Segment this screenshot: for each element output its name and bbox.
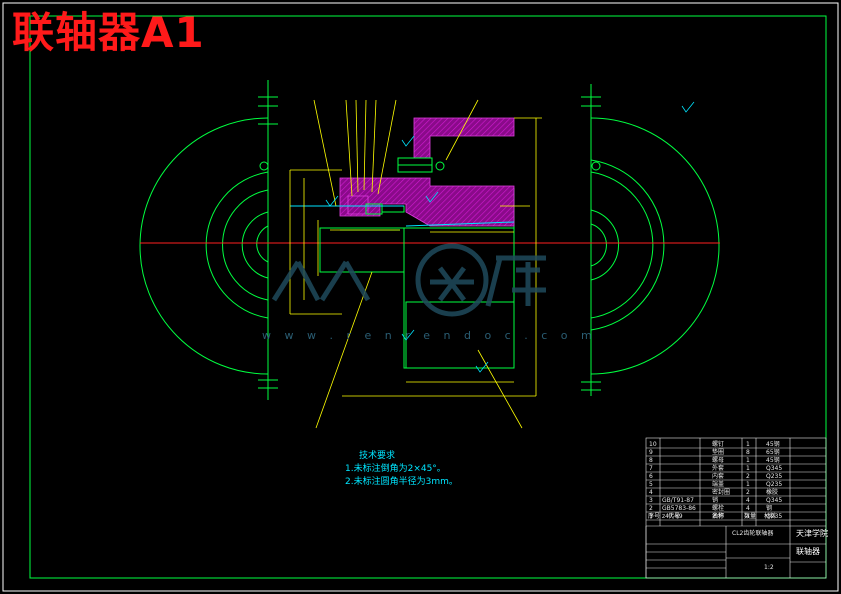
parts-cell-no: 5 [649,481,653,488]
parts-cell-no: 4 [649,489,653,496]
school-name: 天津学院 [796,529,828,538]
parts-cell-name: 外套 [712,465,725,472]
parts-cell-no: 6 [649,473,653,480]
parts-cell-qty: 4 [746,513,750,520]
parts-cell-qty: 2 [746,489,750,496]
parts-cell-qty: 4 [746,505,750,512]
parts-cell-no: 7 [649,465,653,472]
parts-cell-name: 螺钉 [712,441,725,448]
parts-cell-mat: 65钢 [766,449,780,456]
parts-cell-qty: 8 [746,449,750,456]
parts-cell-qty: 2 [746,473,750,480]
part-name: 联轴器 [796,547,820,556]
drawing-number: CL2齿轮联轴器 [732,530,774,537]
parts-cell-std: GB/T91-87 [662,497,694,504]
watermark-logo [271,243,546,317]
parts-cell-qty: 1 [746,465,750,472]
tech-requirements-heading: 技术要求 [359,451,396,461]
parts-cell-qty: 4 [746,497,750,504]
parts-cell-mat: Q235 [766,481,783,488]
parts-cell-mat: 钢 [766,505,773,512]
tech-requirement-2: 2.未标注圆角半径为3mm。 [345,477,458,487]
parts-cell-mat: Q345 [766,497,783,504]
parts-cell-no: 8 [649,457,653,464]
parts-cell-name: 螺母 [712,457,725,464]
header-material: 材料 [764,513,777,520]
parts-cell-mat: Q235 [766,473,783,480]
roughness-marks [325,101,695,373]
dimension-lines [289,99,542,429]
header-code: 代号 [668,513,681,520]
parts-cell-qty: 1 [746,441,750,448]
parts-cell-mat: Q345 [766,465,783,472]
inner-frame [29,15,827,579]
parts-cell-std: GB5783-86 [662,505,696,512]
header-no: 序号 [648,513,661,520]
parts-cell-mat: 45钢 [766,457,780,464]
parts-cell-mat: 橡胶 [766,489,779,496]
right-end-view [581,84,720,396]
parts-cell-name: 销 [712,497,719,504]
parts-cell-no: 9 [649,449,653,456]
watermark-url: w w w . r e n r e n d o c . c o m [262,329,597,342]
drawing-scale: 1:2 [764,564,774,571]
drawing-title: 联轴器A1 [12,8,205,57]
parts-cell-no: 2 [649,505,653,512]
parts-cell-mat: 45钢 [766,441,780,448]
tech-requirement-1: 1.未标注倒角为2×45°。 [345,464,446,474]
hatched-sleeve [339,117,515,227]
parts-cell-name: 内套 [712,473,725,480]
bolt-details [290,157,515,227]
parts-cell-name: 密封圈 [712,489,731,496]
parts-cell-no: 1 [649,513,653,520]
parts-cell-qty: 1 [746,481,750,488]
header-qty: 数量 [744,513,757,520]
parts-cell-name: 螺栓 [712,505,725,512]
left-end-view [139,80,278,400]
parts-cell-name: 端盖 [712,481,725,488]
title-block [645,437,827,579]
parts-cell-name: 垫圈 [712,449,725,456]
parts-cell-qty: 1 [746,457,750,464]
header-name: 名称 [712,513,725,520]
parts-cell-mat: Q235 [766,513,783,520]
parts-cell-name: 油杯 [712,513,725,520]
parts-cell-no: 3 [649,497,653,504]
parts-cell-no: 10 [649,441,657,448]
parts-cell-std: z47-89 [662,513,683,520]
tech-requirements: 技术要求 1.未标注倒角为2×45°。 2.未标注圆角半径为3mm。 [345,450,458,489]
